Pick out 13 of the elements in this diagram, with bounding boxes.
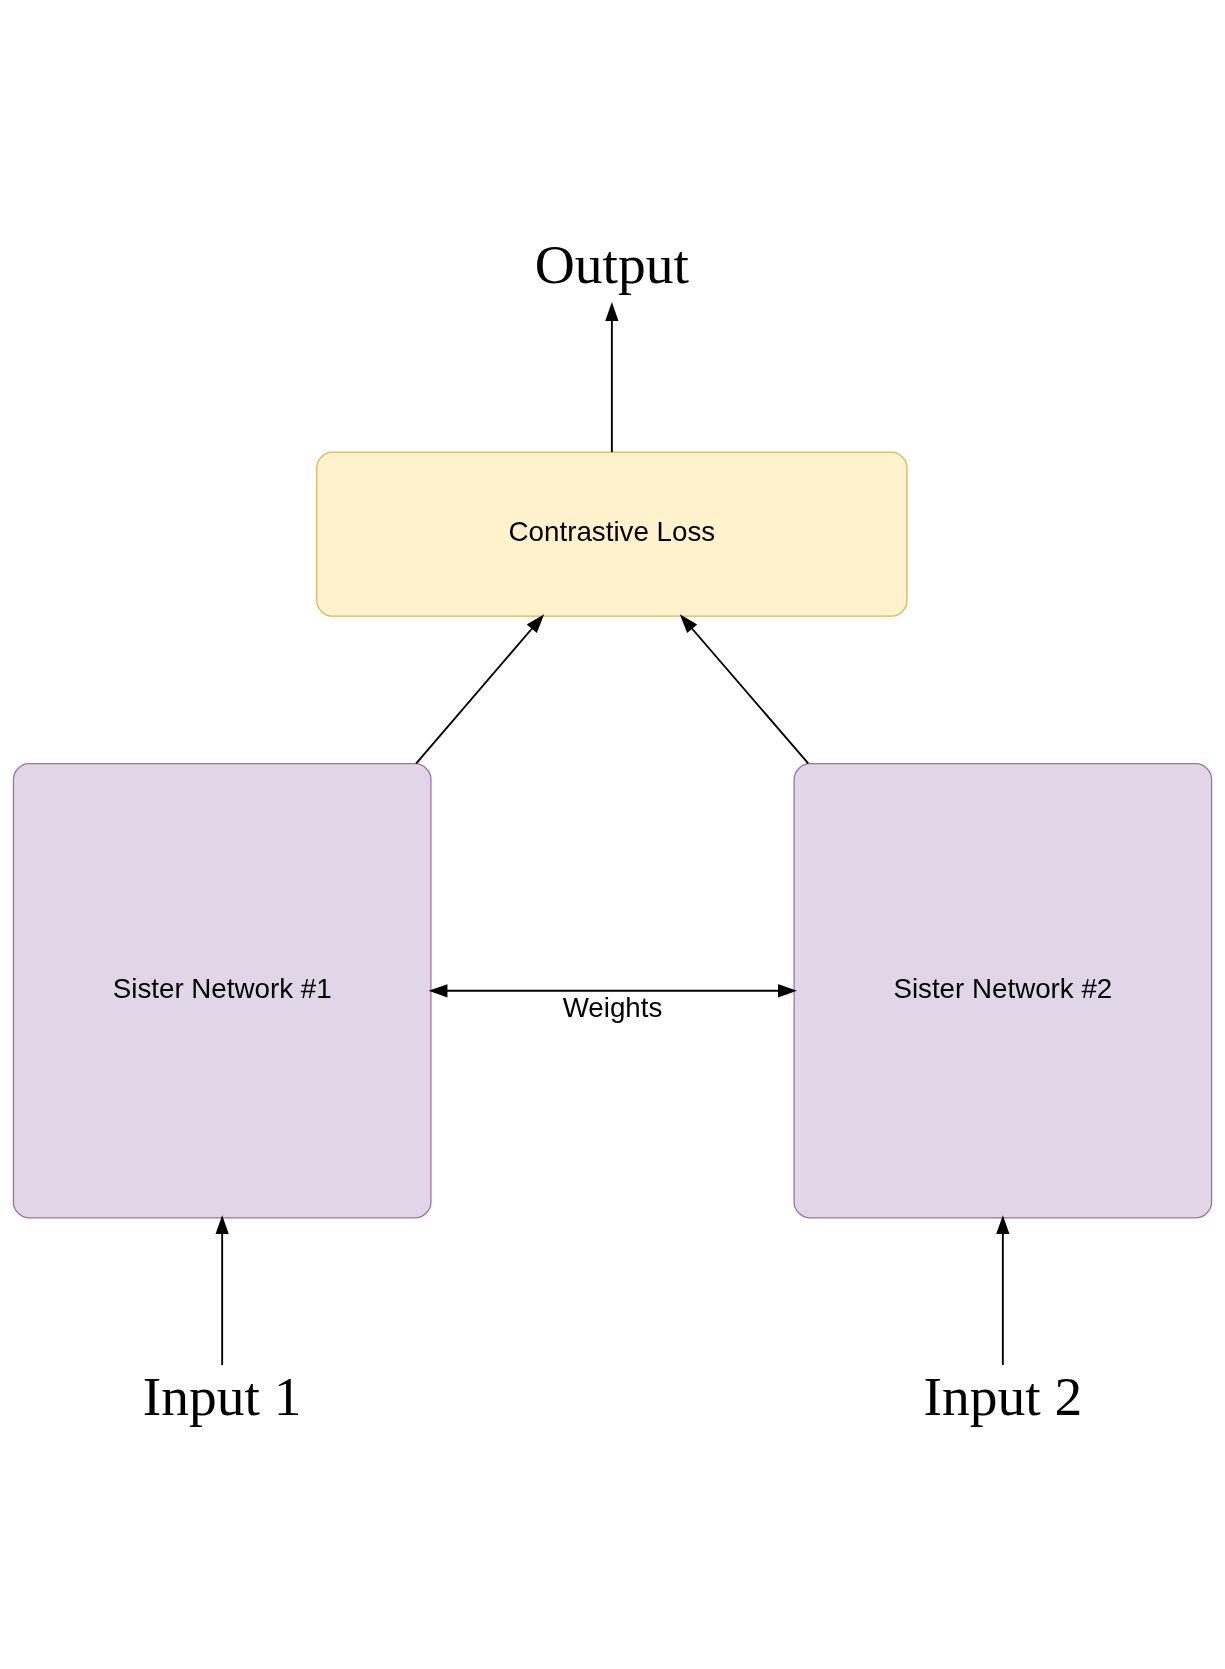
edge-label: Weights (562, 991, 663, 1023)
node-text: Input 1 (142, 1365, 302, 1427)
arrow (215, 1214, 229, 1366)
node-box: Contrastive Loss (316, 451, 908, 617)
arrow (605, 301, 619, 453)
node-box: Sister Network #2 (793, 762, 1213, 1218)
arrow (679, 613, 810, 764)
node-text: Input 2 (923, 1365, 1083, 1427)
node-box: Sister Network #1 (12, 762, 432, 1218)
arrow (996, 1214, 1010, 1366)
arrow (428, 983, 797, 997)
arrow (415, 613, 545, 764)
node-text: Output (534, 233, 689, 295)
